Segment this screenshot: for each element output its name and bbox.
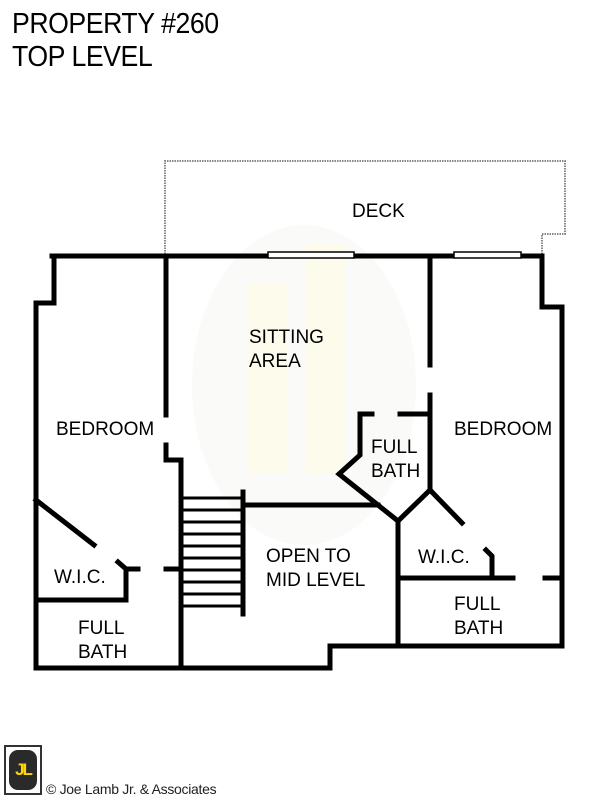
- label-deck: DECK: [352, 201, 405, 222]
- stairs: [181, 496, 243, 608]
- label-bath-right-1: FULL: [454, 594, 500, 615]
- company-logo: JL: [4, 745, 42, 795]
- label-bath-center-1: FULL: [371, 437, 417, 458]
- copyright-text: © Joe Lamb Jr. & Associates: [46, 781, 217, 797]
- label-bedroom-left: BEDROOM: [56, 419, 154, 440]
- label-open-2: MID LEVEL: [266, 570, 365, 591]
- property-title: PROPERTY #260: [12, 8, 219, 40]
- label-wic-left: W.I.C.: [54, 567, 106, 588]
- sliding-door-right: [453, 251, 522, 259]
- level-title: TOP LEVEL: [12, 41, 153, 73]
- label-open-1: OPEN TO: [266, 546, 351, 567]
- logo-jl-icon: JL: [9, 750, 37, 790]
- label-bath-left-2: BATH: [78, 642, 127, 663]
- label-sitting-2: AREA: [249, 351, 301, 372]
- label-bedroom-right: BEDROOM: [454, 419, 552, 440]
- label-sitting-1: SITTING: [249, 327, 324, 348]
- sliding-door-left: [267, 251, 355, 259]
- label-bath-right-2: BATH: [454, 618, 503, 639]
- deck-outline: [164, 160, 566, 254]
- label-wic-right: W.I.C.: [418, 547, 470, 568]
- label-bath-left-1: FULL: [78, 618, 124, 639]
- watermark-logo: [192, 225, 416, 545]
- label-bath-center-2: BATH: [371, 461, 420, 482]
